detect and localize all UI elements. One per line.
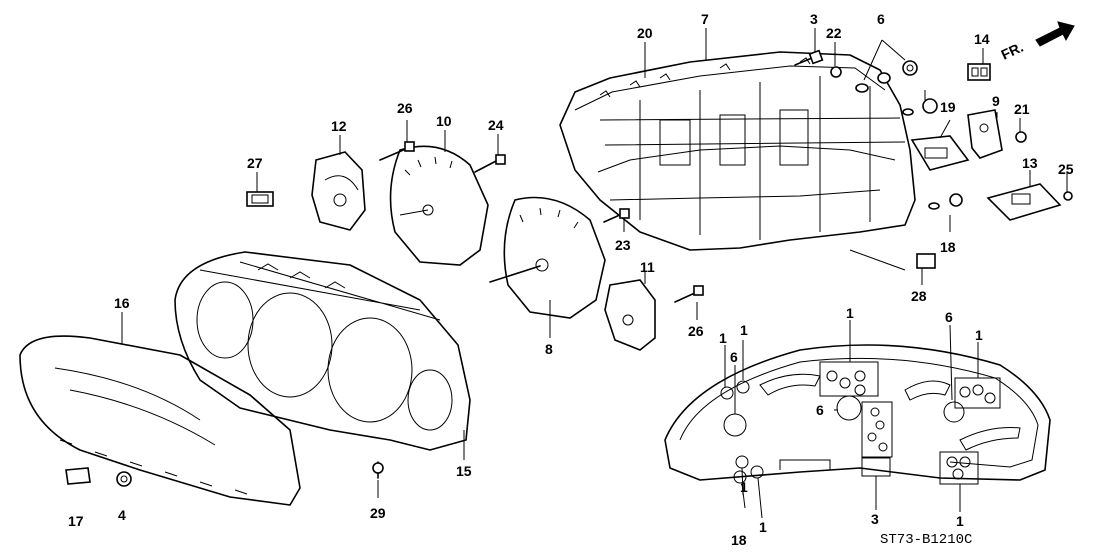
speedometer-8-part (489, 196, 606, 319)
bulb-location-diagram (664, 344, 1051, 485)
callout-25: 25 (1058, 161, 1074, 177)
leader-lines (121, 28, 1068, 519)
callout-labels: 20 7 3 22 6 14 9 19 21 13 25 18 28 26 10… (68, 11, 1074, 548)
diagram-code: ST73-B1210C (880, 532, 972, 548)
callout-3-lower: 3 (871, 511, 879, 527)
callout-1-b: 1 (740, 322, 748, 338)
printed-circuit-13-part (986, 170, 1062, 221)
clip-28-part (916, 253, 936, 269)
cluster-case-part (559, 51, 916, 271)
callout-6: 6 (877, 11, 885, 27)
part-4 (116, 471, 132, 487)
screws-part (372, 141, 704, 479)
callout-15: 15 (456, 463, 472, 479)
clip-21-part (1015, 131, 1027, 143)
callout-14: 14 (974, 31, 990, 47)
callout-3: 3 (810, 11, 818, 27)
callout-13: 13 (1022, 155, 1038, 171)
callout-1-e: 1 (740, 479, 748, 495)
socket-14-part (967, 63, 991, 81)
callout-10: 10 (436, 113, 452, 129)
callout-19: 19 (940, 99, 956, 115)
part-17 (65, 467, 91, 485)
callout-9: 9 (992, 93, 1000, 109)
callout-20: 20 (637, 25, 653, 41)
lens-16-part (19, 335, 301, 506)
bulb-22-part (830, 66, 842, 78)
callout-23: 23 (615, 237, 631, 253)
callout-11: 11 (640, 259, 655, 275)
callout-1-f: 1 (759, 519, 767, 535)
callout-12: 12 (331, 118, 347, 134)
callout-6-c: 6 (945, 309, 953, 325)
bulb-socket-6-part (855, 39, 938, 116)
callout-26-upper: 26 (397, 100, 413, 116)
callout-18-upper: 18 (940, 239, 956, 255)
callout-28: 28 (911, 288, 927, 304)
callout-7: 7 (701, 11, 709, 27)
callout-1-c: 1 (846, 305, 854, 321)
callout-22: 22 (826, 25, 842, 41)
callout-27: 27 (247, 155, 263, 171)
bracket-9-part (967, 109, 1003, 159)
tachometer-10-part (389, 145, 489, 266)
callout-17: 17 (68, 513, 84, 529)
callout-6-b: 6 (730, 349, 738, 365)
callout-16: 16 (114, 295, 130, 311)
temp-gauge-11-part (604, 279, 656, 351)
bulb-holder-27-part (246, 191, 274, 207)
clip-25-part (1063, 191, 1073, 201)
callout-26-lower: 26 (688, 323, 704, 339)
callout-29: 29 (370, 505, 386, 521)
screw-3-part (794, 49, 824, 66)
callout-18-lower: 18 (731, 532, 747, 548)
bulb-18-part (928, 193, 963, 232)
callout-4: 4 (118, 507, 126, 523)
meter-case-15-part (174, 251, 471, 451)
front-arrow-icon (1035, 21, 1075, 47)
callout-24: 24 (488, 117, 504, 133)
callout-21: 21 (1014, 101, 1030, 117)
callout-1-a: 1 (719, 330, 727, 346)
callout-1-d: 1 (975, 327, 983, 343)
fuel-gauge-12-part (311, 151, 366, 231)
callout-8: 8 (545, 341, 553, 357)
front-direction-label: FR. (999, 39, 1026, 63)
callout-6-d: 6 (816, 402, 824, 418)
callout-1-g: 1 (956, 513, 964, 529)
connector-19-part (910, 119, 970, 171)
